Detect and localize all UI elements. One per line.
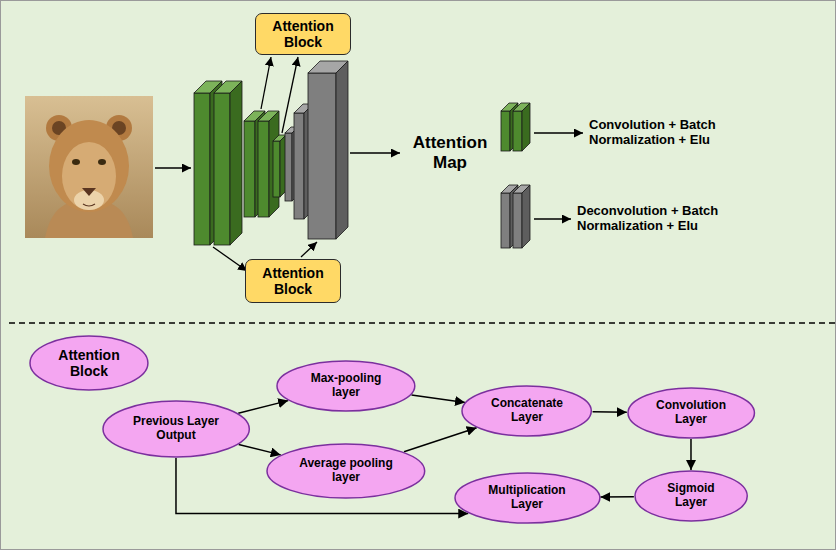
- lion-photo: [25, 96, 153, 238]
- node-text: Average pooling layer: [294, 457, 398, 485]
- attention-block-box: Attention Block: [245, 259, 341, 303]
- conv-layer-slab: [194, 93, 210, 245]
- output-label: Attention Map: [404, 133, 496, 172]
- legend-swatch: [501, 185, 530, 248]
- ellipse-outline: [455, 473, 600, 523]
- node-text: Concatenate Layer: [485, 397, 569, 425]
- node-text: Previous Layer Output: [128, 415, 224, 443]
- lion-photo: [25, 96, 153, 238]
- flow-connector: [600, 496, 634, 498]
- layer-ellipse: Max-pooling layer: [276, 360, 416, 412]
- input-ellipse: Previous Layer Output: [102, 400, 250, 458]
- flow-arrow: [155, 167, 191, 169]
- node-text: Convolution Layer: [650, 399, 732, 427]
- legend-swatch: [501, 103, 530, 151]
- flow-connector: [690, 439, 692, 470]
- legend-text: Convolution + Batch Normalization + Elu: [589, 118, 769, 148]
- layer-ellipse: Average pooling layer: [266, 443, 426, 499]
- lion-photo: [98, 159, 106, 165]
- ellipse-outline: [635, 471, 747, 521]
- ellipse-outline: [462, 386, 591, 436]
- conv-layer-slab: [258, 121, 269, 217]
- node-text: Attention Block: [51, 347, 127, 379]
- conv-layer-slab: [214, 81, 242, 245]
- flow-connector: [593, 411, 627, 413]
- section-title-ellipse: Attention Block: [29, 335, 149, 391]
- ellipse-outline: [628, 388, 754, 438]
- ellipse-outline: [277, 361, 415, 411]
- lion-photo: [72, 159, 80, 165]
- conv-layer-slab: [244, 121, 255, 217]
- conv-layer-slab: [273, 141, 280, 197]
- flow-arrow: [350, 152, 400, 154]
- lion-photo: [62, 142, 116, 210]
- flow-connector: [412, 395, 465, 402]
- legend-swatch: [522, 185, 530, 248]
- deconv-layer-slab: [336, 61, 348, 239]
- flow-connector: [239, 444, 281, 454]
- legend-swatch: [501, 111, 510, 151]
- deconv-layer-slab: [294, 113, 304, 219]
- legend-swatch: [522, 103, 530, 151]
- conv-layer-slab: [230, 81, 242, 245]
- ellipse-outline: [30, 336, 148, 390]
- skip-arrow: [301, 242, 317, 257]
- section-divider: [9, 322, 836, 324]
- node-text: Sigmoid Layer: [655, 482, 727, 510]
- conv-layer-slab: [258, 111, 279, 217]
- node-text: Multiplication Layer: [479, 484, 574, 512]
- legend-arrow: [534, 132, 583, 134]
- lion-photo: [83, 204, 95, 206]
- legend-item: Convolution + Batch Normalization + Elu: [589, 118, 769, 148]
- flow-connector: [238, 401, 288, 414]
- node-text: Attention Block: [263, 18, 343, 50]
- skip-arrow: [282, 57, 298, 133]
- conv-layer-slab: [273, 135, 286, 197]
- legend-swatch: [501, 193, 510, 248]
- layer-ellipse: Multiplication Layer: [454, 472, 601, 524]
- ellipse-outline: [103, 401, 249, 457]
- conv-layer-slab: [214, 93, 230, 245]
- skip-arrow: [213, 247, 247, 271]
- deconv-layer-slab: [285, 133, 292, 201]
- legend-swatch: [513, 111, 522, 151]
- layer-ellipse: Concatenate Layer: [461, 385, 592, 437]
- legend-arrow: [534, 218, 571, 220]
- legend-swatch: [513, 193, 522, 248]
- layer-ellipse: Sigmoid Layer: [634, 470, 748, 522]
- flow-connector: [404, 428, 477, 452]
- node-text: Attention Block: [253, 265, 333, 297]
- deconv-layer-slab: [308, 73, 336, 239]
- deconv-layer-slab: [308, 61, 348, 239]
- lion-photo: [45, 200, 133, 238]
- conv-layer-slab: [269, 111, 279, 217]
- skip-arrow: [261, 57, 271, 109]
- lion-photo: [82, 188, 96, 196]
- node-text: Max-pooling layer: [301, 372, 391, 400]
- legend-text: Deconvolution + Batch Normalization + El…: [577, 204, 757, 234]
- lion-photo: [49, 120, 129, 212]
- layer-ellipse: Convolution Layer: [627, 387, 755, 439]
- legend-item: Deconvolution + Batch Normalization + El…: [577, 204, 757, 234]
- attention-block-box: Attention Block: [255, 13, 351, 55]
- ellipse-outline: [267, 444, 425, 498]
